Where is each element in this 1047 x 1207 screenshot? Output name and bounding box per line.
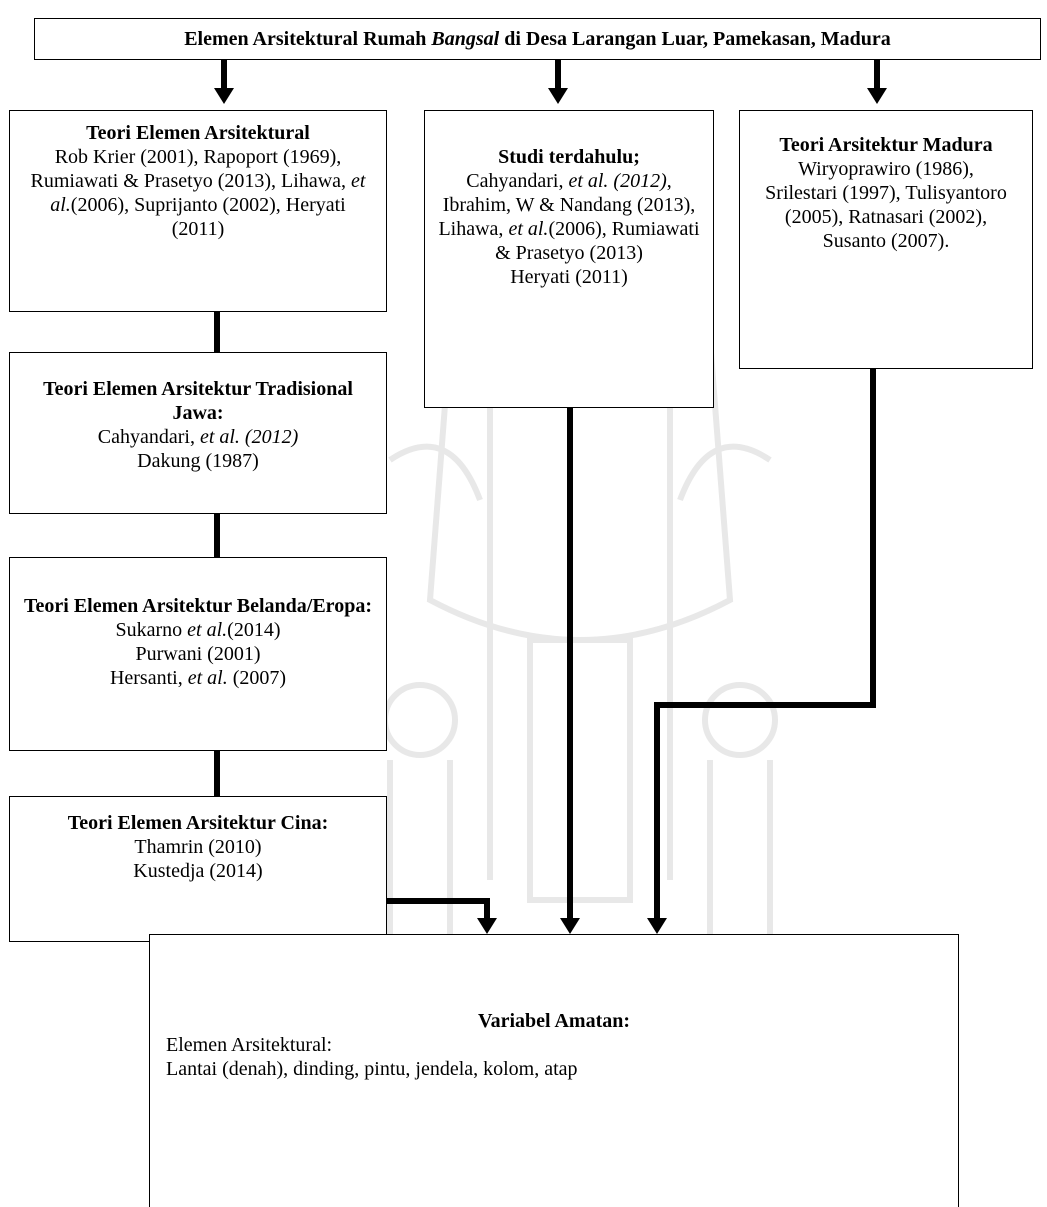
box-text-italic: et al. (2012) (568, 170, 667, 192)
connector-line (221, 58, 227, 88)
arrow-head (647, 918, 667, 934)
box-title: Teori Elemen Arsitektur Belanda/Eropa: (24, 595, 372, 617)
box-teori-belanda: Teori Elemen Arsitektur Belanda/Eropa: S… (9, 557, 387, 751)
box-title: Teori Elemen Arsitektural (86, 122, 310, 144)
box-text: Heryati (2011) (510, 266, 628, 288)
box-variabel-amatan: Variabel Amatan: Elemen Arsitektural: La… (149, 934, 959, 1207)
box-title: Teori Arsitektur Madura (779, 134, 993, 156)
box-text: Dakung (1987) (137, 450, 259, 472)
box-title: Variabel Amatan: (477, 1010, 631, 1032)
variabel-line-2: Lantai (denah), dinding, pintu, jendela,… (166, 1058, 578, 1080)
connector-line (654, 702, 660, 920)
box-text: Rob Krier (2001), Rapoport (1969), Rumia… (30, 146, 352, 192)
connector-line (567, 407, 573, 920)
box-teori-jawa: Teori Elemen Arsitektur Tradisional Jawa… (9, 352, 387, 514)
arrow-head (560, 918, 580, 934)
box-text-italic: et al. (187, 667, 228, 689)
box-text-italic: et al. (187, 619, 228, 641)
box-text: (2014) (227, 619, 281, 641)
arrow-head (477, 918, 497, 934)
title-text-part2: Bangsal (431, 28, 500, 50)
box-text: Wiryoprawiro (1986), Srilestari (1997), … (765, 158, 1007, 252)
box-teori-cina: Teori Elemen Arsitektur Cina: Thamrin (2… (9, 796, 387, 942)
connector-line (214, 514, 220, 558)
arrow-head (214, 88, 234, 104)
box-studi-terdahulu: Studi terdahulu; Cahyandari, et al. (201… (424, 110, 714, 408)
box-title: Studi terdahulu; (498, 146, 640, 168)
university-logo-watermark (382, 197, 778, 960)
box-text-italic: et al. (2012) (199, 426, 299, 448)
box-text: Sukarno (115, 619, 188, 641)
box-teori-madura: Teori Arsitektur Madura Wiryoprawiro (19… (739, 110, 1033, 369)
arrow-head (867, 88, 887, 104)
box-text: Cahyandari, (466, 170, 569, 192)
box-text: , Ibrahim, W & Nandang (2013), Lihawa, (438, 170, 696, 240)
variabel-line-1: Elemen Arsitektural: (166, 1034, 333, 1056)
title-box: Elemen Arsitektural Rumah Bangsal di Des… (34, 18, 1041, 60)
box-text-italic: et al. (50, 170, 366, 216)
box-text: Cahyandari, (97, 426, 200, 448)
title-text-part1: Elemen Arsitektural Rumah (184, 28, 432, 50)
arrow-head (548, 88, 568, 104)
connector-line (555, 58, 561, 88)
box-title: Teori Elemen Arsitektur Tradisional Jawa… (43, 378, 353, 424)
box-text: (2006), Suprijanto (2002), Heryati (2011… (70, 194, 346, 240)
box-text: Purwani (2001) (135, 643, 261, 665)
box-text: (2007) (227, 667, 287, 689)
box-text: (2006), Rumiawati & Prasetyo (2013) (495, 218, 700, 264)
connector-line (214, 750, 220, 796)
box-title: Teori Elemen Arsitektur Cina: (67, 812, 329, 834)
box-text: Kustedja (2014) (133, 860, 263, 882)
connector-line (214, 312, 220, 352)
box-text: Thamrin (2010) (134, 836, 262, 858)
box-text-italic: et al. (508, 218, 549, 240)
connector-line (874, 58, 880, 88)
box-text: Hersanti, (109, 667, 188, 689)
connector-line (870, 368, 876, 708)
box-teori-elemen-arsitektural: Teori Elemen Arsitektural Rob Krier (200… (9, 110, 387, 312)
connector-line (654, 702, 876, 708)
title-text-part3: di Desa Larangan Luar, Pamekasan, Madura (499, 28, 891, 50)
connector-line (484, 898, 490, 920)
